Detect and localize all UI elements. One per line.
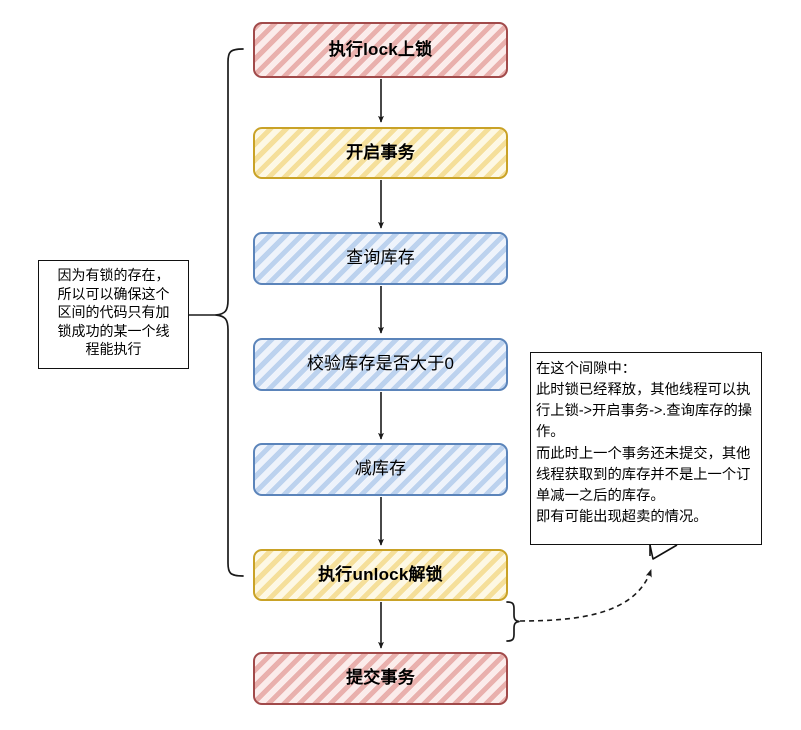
node-execute-unlock[interactable]: 执行unlock解锁 [250, 546, 511, 604]
node-label-begin-transaction: 开启事务 [346, 142, 415, 162]
node-label-query-stock: 查询库存 [346, 248, 415, 268]
node-label-decrease-stock: 减库存 [354, 459, 407, 479]
node-commit-transaction[interactable]: 提交事务 [250, 649, 511, 708]
node-label-commit-transaction: 提交事务 [346, 668, 415, 688]
callout-tail [649, 544, 678, 560]
right-brace [506, 601, 520, 642]
node-label-check-stock: 校验库存是否大于0 [306, 354, 455, 374]
left-brace [189, 48, 244, 577]
node-query-stock[interactable]: 查询库存 [250, 229, 511, 288]
annotation-left-lock-region: 因为有锁的存在， 所以可以确保这个 区间的代码只有加 锁成功的某一个线 程能执行 [38, 260, 189, 369]
node-label-execute-lock: 执行lock上锁 [328, 39, 433, 59]
dashed-pointer-curve [519, 569, 652, 622]
annotation-right-gap-explanation: 在这个间隙中： 此时锁已经释放，其他线程可以执 行上锁->开启事务->.查询库存… [530, 352, 762, 545]
node-decrease-stock[interactable]: 减库存 [250, 440, 511, 499]
node-execute-lock[interactable]: 执行lock上锁 [250, 19, 511, 81]
node-begin-transaction[interactable]: 开启事务 [250, 124, 511, 182]
node-label-execute-unlock: 执行unlock解锁 [318, 564, 443, 584]
node-check-stock-greater-than-zero[interactable]: 校验库存是否大于0 [250, 335, 511, 394]
